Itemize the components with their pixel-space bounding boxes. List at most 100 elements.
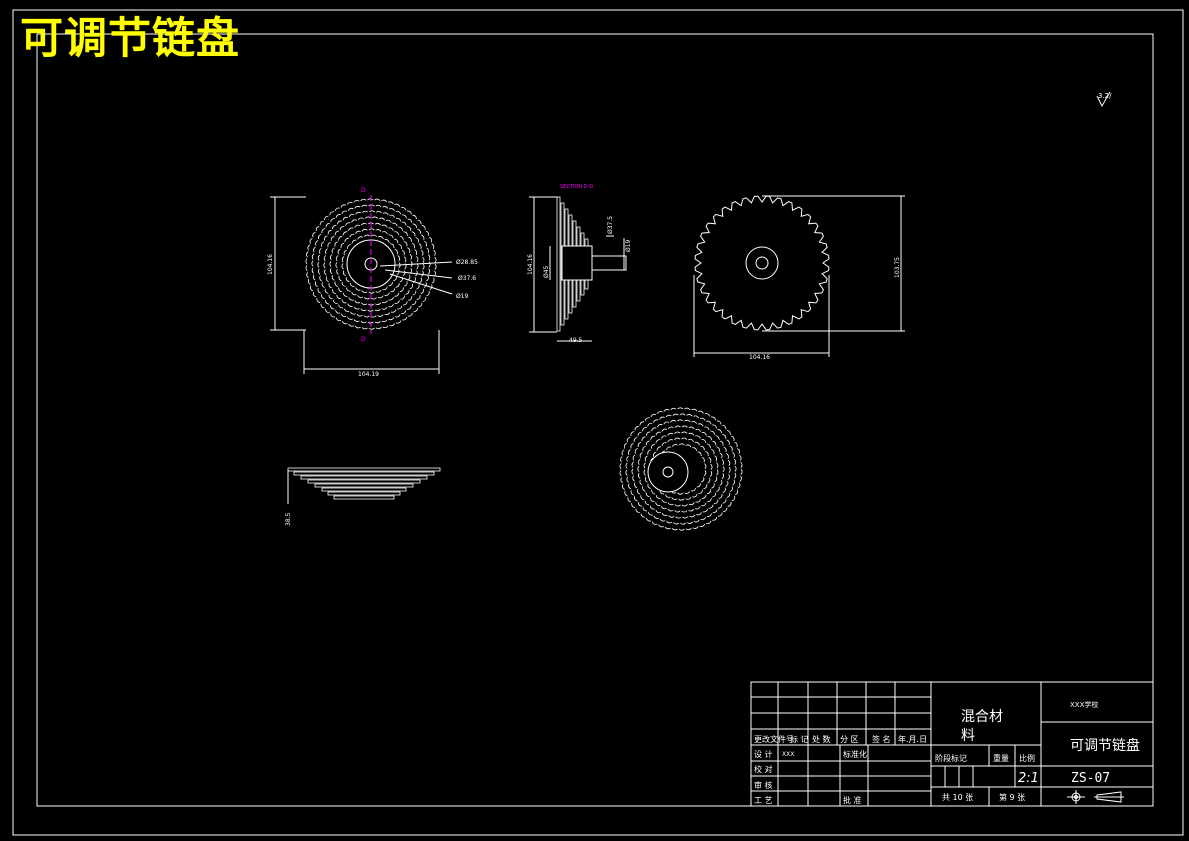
- iso-tooth: [631, 468, 634, 475]
- front-tooth: [341, 263, 344, 270]
- front-tooth: [409, 283, 414, 290]
- front-tooth: [381, 300, 388, 304]
- front-tooth: [317, 261, 320, 268]
- iso-tooth: [698, 410, 704, 414]
- front-tooth: [389, 323, 396, 327]
- front-tooth: [317, 287, 321, 294]
- front-tooth: [321, 241, 325, 248]
- front-tooth: [397, 255, 400, 262]
- iso-tooth: [712, 440, 717, 446]
- iso-tooth: [667, 439, 674, 443]
- iso-tooth: [678, 528, 685, 531]
- iso-tooth: [627, 449, 631, 456]
- front-tooth: [329, 305, 335, 310]
- front-tooth: [334, 230, 339, 236]
- front-tooth: [416, 284, 420, 290]
- iso-tooth: [719, 440, 724, 446]
- front-tooth: [325, 276, 329, 283]
- front-tooth: [412, 300, 417, 306]
- front-tooth: [337, 220, 342, 225]
- front-tooth: [384, 239, 390, 243]
- front-tooth: [312, 292, 317, 298]
- iso-tooth: [717, 428, 722, 434]
- front-tooth: [335, 309, 341, 314]
- front-tooth: [317, 268, 321, 275]
- gear-profile: [694, 195, 830, 331]
- front-tooth: [305, 265, 308, 272]
- front-tooth: [402, 316, 408, 321]
- iso-tooth: [643, 469, 646, 476]
- iso-tooth: [714, 476, 718, 483]
- side-step: [314, 483, 414, 488]
- iso-tooth: [639, 479, 643, 486]
- iso-tooth: [667, 508, 674, 512]
- iso-tooth: [645, 517, 652, 522]
- front-tooth: [394, 238, 399, 244]
- front-tooth: [345, 222, 351, 226]
- front-tooth: [329, 261, 332, 268]
- iso-tooth: [659, 518, 666, 522]
- front-tooth: [405, 289, 410, 295]
- front-tooth: [375, 302, 382, 305]
- iso-tooth: [708, 504, 714, 509]
- section-dim-depth: 49.5: [569, 337, 583, 344]
- front-tooth: [377, 236, 384, 240]
- iso-tooth: [732, 452, 735, 458]
- iso-tooth: [726, 492, 731, 498]
- stage-mark-label: 阶段标记: [935, 753, 967, 763]
- iso-tooth: [650, 435, 655, 440]
- iso-tooth: [628, 483, 632, 490]
- iso-tooth: [717, 504, 723, 509]
- front-tooth: [379, 217, 385, 221]
- front-tooth: [424, 240, 428, 247]
- front-tooth: [306, 251, 309, 258]
- front-tooth: [398, 226, 404, 231]
- iso-tooth: [630, 490, 634, 496]
- iso-tooth: [667, 426, 674, 430]
- front-tooth: [399, 287, 404, 293]
- front-tooth: [381, 224, 388, 228]
- iso-tooth: [707, 477, 711, 484]
- iso-tooth: [703, 484, 708, 490]
- iso-tooth: [729, 445, 733, 452]
- section-view: SECTION D-D 104.16 Ø45 Ø37.5 Ø19 49.5: [527, 184, 632, 344]
- title-block-border: [750, 681, 1154, 807]
- iso-tooth: [719, 452, 723, 459]
- iso-tooth: [634, 425, 639, 431]
- front-tooth: [399, 235, 404, 241]
- front-tooth: [388, 281, 393, 287]
- front-tooth: [390, 288, 396, 293]
- iso-tooth: [645, 440, 650, 446]
- front-tooth: [406, 210, 412, 215]
- iso-tooth: [679, 522, 687, 525]
- iso-tooth: [681, 425, 688, 428]
- iso-tooth: [691, 408, 698, 412]
- front-tooth: [325, 222, 330, 228]
- front-tooth: [417, 219, 422, 225]
- iso-tooth: [733, 472, 737, 479]
- front-tooth: [387, 201, 394, 205]
- front-tooth: [360, 308, 367, 312]
- iso-tooth: [734, 465, 737, 472]
- iso-tooth: [657, 424, 663, 428]
- iso-tooth: [712, 516, 718, 521]
- iso-tooth: [646, 431, 651, 436]
- iso-tooth: [649, 505, 655, 510]
- front-tooth: [374, 222, 381, 226]
- front-tooth: [384, 312, 391, 316]
- front-tooth: [328, 282, 332, 289]
- hdr-date: 年.月.日: [898, 734, 927, 744]
- front-tooth: [343, 249, 347, 256]
- front-tooth: [341, 321, 348, 325]
- iso-tooth: [737, 482, 741, 489]
- front-tooth: [312, 274, 316, 281]
- front-tooth: [348, 323, 355, 327]
- hdr-zone: 分 区: [840, 735, 859, 744]
- iso-tooth: [702, 508, 708, 513]
- front-tooth: [411, 231, 416, 237]
- front-tooth: [340, 313, 347, 318]
- row-review: 审 核: [754, 780, 773, 790]
- part-name: 可调节链盘: [1070, 737, 1140, 754]
- front-tooth: [353, 306, 360, 310]
- front-tooth: [307, 244, 311, 251]
